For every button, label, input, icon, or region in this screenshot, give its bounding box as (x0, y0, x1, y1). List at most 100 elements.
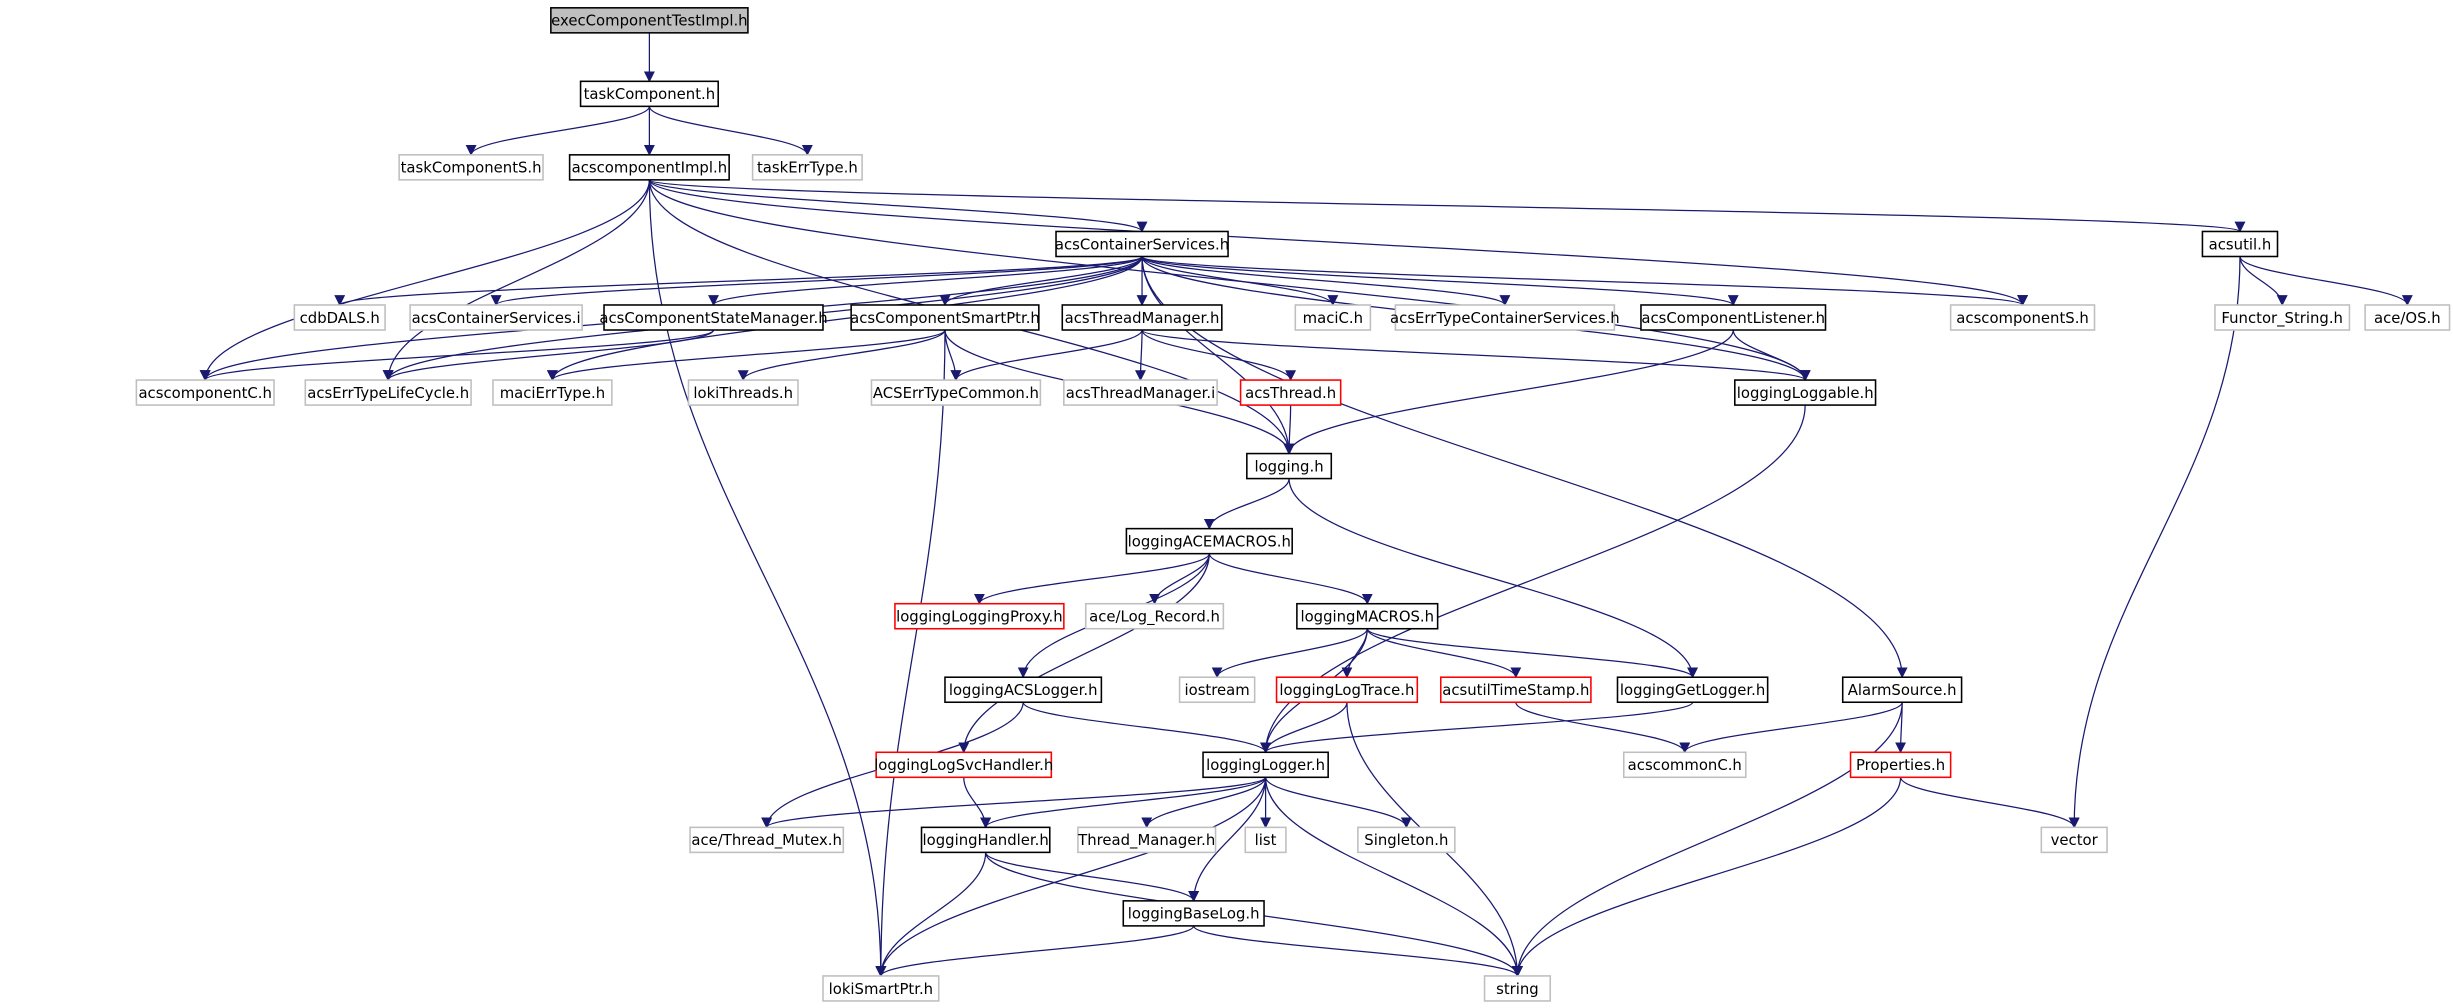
node-box[interactable] (1841, 676, 1963, 704)
node-taskComponentS[interactable]: taskComponentS.h (398, 154, 544, 181)
node-box[interactable] (304, 379, 472, 406)
node-loggingACEMACROS[interactable]: loggingACEMACROS.h (1125, 527, 1293, 555)
node-box[interactable] (850, 304, 1040, 331)
node-box[interactable] (568, 154, 730, 181)
node-loggingLogSvcHandler[interactable]: loggingLogSvcHandler.h (874, 751, 1053, 779)
node-box[interactable] (1055, 230, 1229, 258)
node-box[interactable] (751, 154, 863, 181)
node-loggingLoggable[interactable]: loggingLoggable.h (1734, 379, 1877, 406)
node-AlarmSource[interactable]: AlarmSource.h (1841, 676, 1963, 704)
node-loggingGetLogger[interactable]: loggingGetLogger.h (1616, 676, 1769, 704)
node-box[interactable] (550, 7, 749, 34)
node-aceOS[interactable]: ace/OS.h (2364, 304, 2451, 331)
node-loggingHandler[interactable]: loggingHandler.h (920, 826, 1051, 854)
node-box[interactable] (1357, 826, 1456, 854)
node-box[interactable] (1077, 826, 1217, 854)
node-loggingLoggingProxy[interactable]: loggingLoggingProxy.h (894, 602, 1065, 630)
node-Singleton[interactable]: Singleton.h (1357, 826, 1456, 854)
node-acsComponentSmartPtr[interactable]: acsComponentSmartPtr.h (850, 304, 1040, 331)
node-box[interactable] (2201, 230, 2279, 258)
node-box[interactable] (2364, 304, 2451, 331)
node-Properties[interactable]: Properties.h (1849, 751, 1952, 779)
node-box[interactable] (687, 379, 799, 406)
node-execComponentTestImpl[interactable]: execComponentTestImpl.h (550, 7, 749, 34)
node-box[interactable] (1202, 751, 1329, 779)
node-acsThreadManager[interactable]: acsThreadManager.h (1061, 304, 1223, 331)
node-box[interactable] (492, 379, 613, 406)
node-ACSErrTypeCommon[interactable]: ACSErrTypeCommon.h (870, 379, 1042, 406)
node-box[interactable] (1061, 304, 1223, 331)
node-taskComponent[interactable]: taskComponent.h (579, 80, 719, 108)
node-box[interactable] (1734, 379, 1877, 406)
node-box[interactable] (1246, 452, 1333, 480)
node-box[interactable] (822, 975, 940, 1002)
node-box[interactable] (1063, 379, 1218, 406)
node-string[interactable]: string (1483, 975, 1552, 1002)
node-box[interactable] (1439, 676, 1592, 704)
node-Thread_Manager[interactable]: Thread_Manager.h (1077, 826, 1217, 854)
node-box[interactable] (293, 304, 386, 331)
node-acsContainerServices[interactable]: acsContainerServices.h (1055, 230, 1229, 258)
node-box[interactable] (1849, 751, 1952, 779)
node-acscomponentC[interactable]: acscomponentC.h (135, 379, 275, 406)
node-acsComponentListener[interactable]: acsComponentListener.h (1640, 304, 1827, 331)
node-acsThreadManagerI[interactable]: acsThreadManager.i (1063, 379, 1218, 406)
node-acsErrTypeContainerServices[interactable]: acsErrTypeContainerServices.h (1390, 304, 1620, 331)
node-acsThread[interactable]: acsThread.h (1239, 379, 1342, 406)
node-acsComponentStateManager[interactable]: acsComponentStateManager.h (599, 304, 828, 331)
node-box[interactable] (579, 80, 719, 108)
node-box[interactable] (920, 826, 1051, 854)
node-box[interactable] (1244, 826, 1287, 854)
node-box[interactable] (1275, 676, 1419, 704)
node-box[interactable] (1296, 602, 1439, 630)
node-box[interactable] (870, 379, 1042, 406)
node-lokiThreads[interactable]: lokiThreads.h (687, 379, 799, 406)
node-logging[interactable]: logging.h (1246, 452, 1333, 480)
node-aceLog_Record[interactable]: ace/Log_Record.h (1084, 602, 1225, 630)
node-loggingBaseLog[interactable]: loggingBaseLog.h (1122, 900, 1265, 927)
node-loggingACSLogger[interactable]: loggingACSLogger.h (944, 676, 1103, 704)
node-box[interactable] (894, 602, 1065, 630)
node-loggingLogTrace[interactable]: loggingLogTrace.h (1275, 676, 1419, 704)
node-box[interactable] (1394, 304, 1616, 331)
node-box[interactable] (1949, 304, 2096, 331)
node-acsutilTimeStamp[interactable]: acsutilTimeStamp.h (1439, 676, 1592, 704)
node-box[interactable] (603, 304, 824, 331)
node-iostream[interactable]: iostream (1178, 676, 1256, 704)
node-box[interactable] (1483, 975, 1552, 1002)
node-box[interactable] (1239, 379, 1342, 406)
node-box[interactable] (1616, 676, 1769, 704)
node-lokiSmartPtr[interactable]: lokiSmartPtr.h (822, 975, 940, 1002)
node-box[interactable] (409, 304, 583, 331)
node-acscomponentImpl[interactable]: acscomponentImpl.h (568, 154, 730, 181)
node-box[interactable] (1622, 751, 1747, 779)
node-box[interactable] (2214, 304, 2351, 331)
node-vector[interactable]: vector (2040, 826, 2108, 854)
node-box[interactable] (1122, 900, 1265, 927)
node-aceThread_Mutex[interactable]: ace/Thread_Mutex.h (689, 826, 845, 854)
node-acsContainerServicesI[interactable]: acsContainerServices.i (409, 304, 583, 331)
node-box[interactable] (1294, 304, 1372, 331)
node-acsutil[interactable]: acsutil.h (2201, 230, 2279, 258)
node-acscommonC[interactable]: acscommonC.h (1622, 751, 1747, 779)
node-maciC[interactable]: maciC.h (1294, 304, 1372, 331)
node-loggingMACROS[interactable]: loggingMACROS.h (1296, 602, 1439, 630)
node-box[interactable] (1125, 527, 1293, 555)
node-box[interactable] (689, 826, 845, 854)
node-maciErrType[interactable]: maciErrType.h (492, 379, 613, 406)
node-box[interactable] (1084, 602, 1225, 630)
node-box[interactable] (1640, 304, 1827, 331)
node-box[interactable] (944, 676, 1103, 704)
node-box[interactable] (875, 751, 1053, 779)
node-box[interactable] (398, 154, 544, 181)
node-list[interactable]: list (1244, 826, 1287, 854)
node-acscomponentS[interactable]: acscomponentS.h (1949, 304, 2096, 331)
node-acsErrTypeLifeCycle[interactable]: acsErrTypeLifeCycle.h (304, 379, 472, 406)
node-box[interactable] (135, 379, 275, 406)
node-cdbDALS[interactable]: cdbDALS.h (293, 304, 386, 331)
node-taskErrType[interactable]: taskErrType.h (751, 154, 863, 181)
node-box[interactable] (2040, 826, 2108, 854)
node-Functor_String[interactable]: Functor_String.h (2214, 304, 2351, 331)
node-loggingLogger[interactable]: loggingLogger.h (1202, 751, 1329, 779)
node-box[interactable] (1178, 676, 1256, 704)
